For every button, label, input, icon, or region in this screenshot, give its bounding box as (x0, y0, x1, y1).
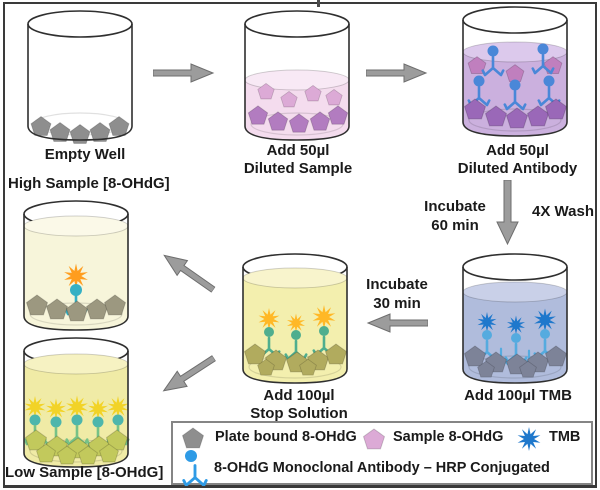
label-diluted-sample-line1: Add 50µl (266, 142, 330, 159)
label-high-sample: High Sample [8-OHdG] (8, 175, 170, 192)
label-stop-solution-line2: Stop Solution (250, 405, 348, 423)
stopped-antibody-units (257, 305, 336, 361)
antibody-icons (467, 43, 561, 111)
well-empty (27, 10, 133, 144)
label-stop-solution-line1: Add 100µl (263, 387, 335, 404)
legend-plate-pentagon-icon (182, 427, 204, 449)
well-stop-solution (242, 253, 348, 384)
legend-sample-label: Sample 8-OHdG (393, 429, 504, 445)
label-low-sample: Low Sample [8-OHdG] (5, 464, 164, 481)
well-tmb (462, 253, 568, 384)
crop-artifact-tick (317, 0, 320, 7)
antibody-units-row (23, 395, 130, 448)
tmb-antibody-units (475, 308, 557, 368)
arrow-step2-right (366, 63, 428, 83)
label-stop-solution: Add 100µl Stop Solution (238, 387, 360, 424)
legend-antibody-label: 8-OHdG Monoclonal Antibody – HRP Conjuga… (214, 460, 550, 476)
arrow-step4-left (366, 313, 428, 333)
note-incubate-30-line1: Incubate (366, 276, 428, 293)
note-incubate-30: Incubate 30 min (362, 276, 432, 314)
well-high-sample (23, 200, 129, 331)
label-diluted-antibody: Add 50µl Diluted Antibody (455, 142, 580, 179)
legend-plate-bound-label: Plate bound 8-OHdG (215, 429, 357, 445)
note-4x-wash: 4X Wash (532, 203, 594, 220)
arrow-to-high-sample (163, 254, 216, 293)
label-tmb: Add 100µl TMB (464, 387, 572, 404)
label-diluted-sample-line2: Diluted Sample (243, 160, 353, 178)
legend-tmb-star-icon (517, 427, 541, 451)
label-diluted-antibody-line1: Add 50µl (486, 142, 549, 159)
legend-box: Plate bound 8-OHdG Sample 8-OHdG TMB 8-O… (171, 421, 593, 486)
note-incubate-30-line2: 30 min (373, 294, 421, 312)
arrow-step1-right (153, 63, 215, 83)
legend-tmb-label: TMB (549, 429, 581, 445)
label-diluted-sample: Add 50µl Diluted Sample (238, 142, 358, 179)
arrow-to-low-sample (162, 354, 217, 392)
label-diluted-antibody-line2: Diluted Antibody (457, 160, 578, 178)
legend-sample-pentagon-icon (363, 428, 385, 450)
well-diluted-sample (244, 10, 350, 141)
well-low-sample (23, 337, 130, 468)
note-incubate-60-line1: Incubate (424, 198, 486, 215)
arrow-step3-down (496, 180, 519, 246)
note-incubate-60: Incubate 60 min (420, 198, 490, 236)
single-antibody-unit (64, 263, 88, 316)
note-incubate-60-line2: 60 min (431, 216, 479, 234)
well-diluted-antibody (462, 6, 568, 137)
legend-antibody-icon (182, 450, 208, 486)
label-empty-well: Empty Well (44, 146, 126, 163)
